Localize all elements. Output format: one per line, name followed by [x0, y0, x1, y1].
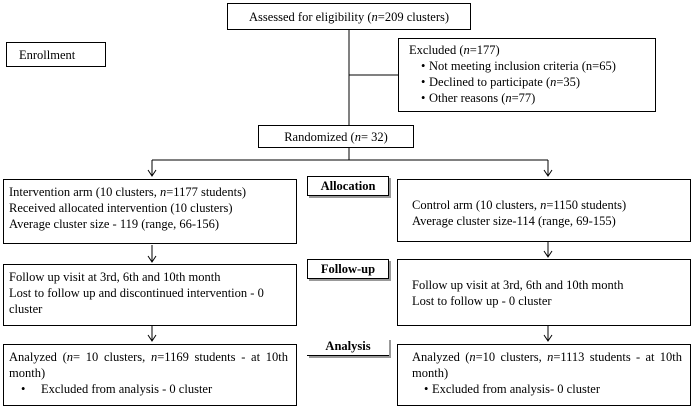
analysis-right-box: Analyzed (n=10 clusters, n=1113 students… [397, 344, 691, 406]
excluded-item-other: Other reasons (n=77) [409, 90, 655, 106]
control-line-1: Control arm (10 clusters, n=1150 student… [412, 198, 627, 212]
excluded-box: Excluded (n=177) Not meeting inclusion c… [398, 38, 656, 112]
assessed-text: Assessed for eligibility (n=209 clusters… [248, 10, 450, 24]
arrowhead-intervention [147, 169, 157, 177]
arrowhead-followup-left [147, 255, 157, 263]
intervention-line-3: Average cluster size - 119 (range, 66-15… [9, 217, 219, 231]
randomized-box: Randomized (n= 32) [258, 125, 414, 148]
stage-followup: Follow-up [307, 259, 389, 279]
arrowhead-control [543, 169, 553, 177]
enrollment-box: Enrollment [6, 42, 106, 67]
analysis-right-bullet: Excluded from analysis- 0 cluster [412, 381, 682, 397]
arrowhead-analysis-right [543, 334, 553, 342]
intervention-arm-box: Intervention arm (10 clusters, n=1177 st… [3, 179, 297, 244]
analysis-left-bullet: Excluded from analysis - 0 cluster [9, 381, 288, 397]
stage-analysis: Analysis [307, 338, 389, 356]
followup-right-box: Follow up visit at 3rd, 6th and 10th mon… [397, 259, 691, 326]
excluded-item-inclusion: Not meeting inclusion criteria (n=65) [409, 58, 655, 74]
followup-left-box: Follow up visit at 3rd, 6th and 10th mon… [3, 264, 297, 326]
followup-left-line-2: Lost to follow up and discontinued inter… [9, 286, 264, 316]
control-line-2: Average cluster size-114 (range, 69-155) [412, 214, 616, 228]
arrowhead-analysis-left [147, 334, 157, 342]
control-arm-box: Control arm (10 clusters, n=1150 student… [397, 179, 691, 242]
excluded-title: Excluded (n=177) [409, 43, 500, 57]
enrollment-label: Enrollment [19, 48, 76, 62]
followup-right-line-2: Lost to follow up - 0 cluster [412, 294, 552, 308]
excluded-item-declined: Declined to participate (n=35) [409, 74, 655, 90]
stage-allocation: Allocation [307, 176, 389, 196]
intervention-line-2: Received allocated intervention (10 clus… [9, 201, 233, 215]
analysis-left-text: Analyzed (n= 10 clusters, n=1169 student… [9, 350, 289, 380]
analysis-right-text: Analyzed (n=10 clusters, n=1113 students… [412, 350, 682, 380]
intervention-line-1: Intervention arm (10 clusters, n=1177 st… [9, 185, 247, 199]
followup-left-line-1: Follow up visit at 3rd, 6th and 10th mon… [9, 270, 221, 284]
arrowhead-followup-right [543, 250, 553, 258]
analysis-left-box: Analyzed (n= 10 clusters, n=1169 student… [3, 344, 297, 406]
assessed-box: Assessed for eligibility (n=209 clusters… [227, 3, 471, 30]
followup-right-line-1: Follow up visit at 3rd, 6th and 10th mon… [412, 278, 624, 292]
randomized-text: Randomized (n= 32) [284, 130, 388, 144]
